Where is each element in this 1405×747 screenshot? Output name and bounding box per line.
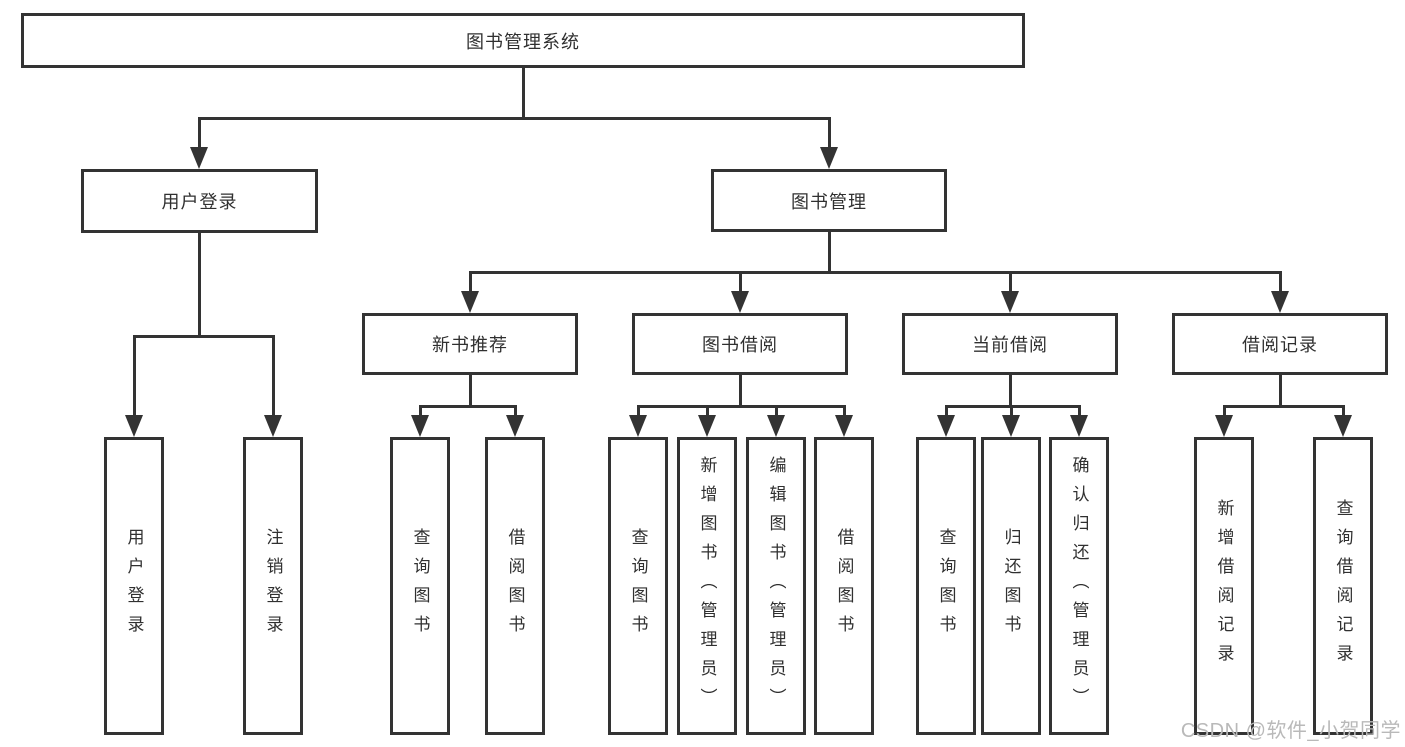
- leaf-recommend-borrow-books: 借阅图书: [485, 437, 545, 735]
- connector-line: [945, 405, 1081, 408]
- connector-line: [469, 373, 472, 407]
- arrow-down-icon: [937, 415, 955, 437]
- leaf-current-confirm-return-admin-label: 确认归还（管理员）: [1069, 455, 1089, 717]
- arrow-down-icon: [1334, 415, 1352, 437]
- node-book-management-label: 图书管理: [791, 191, 867, 212]
- leaf-records-query-record-label: 查询借阅记录: [1333, 499, 1353, 673]
- node-book-management: 图书管理: [711, 169, 947, 232]
- leaf-borrowing-edit-books-admin-label: 编辑图书（管理员）: [766, 455, 786, 717]
- leaf-current-query-books: 查询图书: [916, 437, 976, 735]
- connector-line: [739, 272, 742, 296]
- node-current-borrowing: 当前借阅: [902, 313, 1118, 375]
- connector-line: [945, 406, 948, 420]
- leaf-recommend-borrow-books-label: 借阅图书: [505, 528, 525, 644]
- connector-line: [469, 271, 1282, 274]
- leaf-borrowing-borrow-books-label: 借阅图书: [834, 528, 854, 644]
- node-root-label: 图书管理系统: [466, 31, 580, 52]
- arrow-down-icon: [1001, 291, 1019, 313]
- connector-line: [1279, 373, 1282, 407]
- leaf-records-add-record: 新增借阅记录: [1194, 437, 1254, 735]
- arrow-down-icon: [698, 415, 716, 437]
- node-borrowing-records-label: 借阅记录: [1242, 335, 1318, 355]
- node-new-book-recommend-label: 新书推荐: [432, 335, 508, 355]
- connector-line: [706, 406, 709, 420]
- connector-line: [419, 406, 422, 420]
- arrow-down-icon: [629, 415, 647, 437]
- arrow-down-icon: [264, 415, 282, 437]
- connector-line: [1009, 373, 1012, 407]
- connector-line: [637, 405, 846, 408]
- leaf-logout-label: 注销登录: [263, 528, 283, 644]
- leaf-current-confirm-return-admin: 确认归还（管理员）: [1049, 437, 1109, 735]
- connector-line: [843, 406, 846, 420]
- connector-line: [1078, 406, 1081, 420]
- leaf-recommend-query-books: 查询图书: [390, 437, 450, 735]
- leaf-user-login-label: 用户登录: [124, 528, 144, 644]
- arrow-down-icon: [1271, 291, 1289, 313]
- arrow-down-icon: [1002, 415, 1020, 437]
- leaf-borrowing-add-books-admin: 新增图书（管理员）: [677, 437, 737, 735]
- leaf-records-add-record-label: 新增借阅记录: [1214, 499, 1234, 673]
- connector-line: [198, 231, 201, 337]
- arrow-down-icon: [506, 415, 524, 437]
- connector-line: [828, 230, 831, 273]
- arrow-down-icon: [1070, 415, 1088, 437]
- leaf-borrowing-add-books-admin-label: 新增图书（管理员）: [697, 455, 717, 717]
- arrow-down-icon: [125, 415, 143, 437]
- arrow-down-icon: [1215, 415, 1233, 437]
- connector-line: [133, 335, 275, 338]
- connector-line: [739, 373, 742, 407]
- connector-line: [1279, 272, 1282, 296]
- node-borrowing-records: 借阅记录: [1172, 313, 1388, 375]
- leaf-current-query-books-label: 查询图书: [936, 528, 956, 644]
- arrow-down-icon: [461, 291, 479, 313]
- connector-line: [828, 118, 831, 152]
- arrow-down-icon: [190, 147, 208, 169]
- connector-line: [198, 118, 201, 152]
- connector-line: [133, 336, 136, 420]
- connector-line: [272, 336, 275, 420]
- leaf-current-return-books-label: 归还图书: [1001, 528, 1021, 644]
- leaf-current-return-books: 归还图书: [981, 437, 1041, 735]
- leaf-user-login: 用户登录: [104, 437, 164, 735]
- connector-line: [1342, 406, 1345, 420]
- arrow-down-icon: [835, 415, 853, 437]
- leaf-borrowing-edit-books-admin: 编辑图书（管理员）: [746, 437, 806, 735]
- connector-line: [637, 406, 640, 420]
- arrow-down-icon: [731, 291, 749, 313]
- node-user-login: 用户登录: [81, 169, 318, 233]
- csdn-watermark: CSDN @软件_小贺同学: [1180, 720, 1401, 742]
- connector-line: [1223, 405, 1345, 408]
- connector-line: [522, 66, 525, 119]
- connector-line: [1009, 272, 1012, 296]
- arrow-down-icon: [820, 147, 838, 169]
- connector-line: [1223, 406, 1226, 420]
- node-current-borrowing-label: 当前借阅: [972, 335, 1048, 355]
- leaf-borrowing-query-books: 查询图书: [608, 437, 668, 735]
- leaf-records-query-record: 查询借阅记录: [1313, 437, 1373, 735]
- leaf-recommend-query-books-label: 查询图书: [410, 528, 430, 644]
- arrow-down-icon: [411, 415, 429, 437]
- node-book-borrowing-label: 图书借阅: [702, 335, 778, 355]
- connector-line: [1010, 406, 1013, 420]
- node-book-borrowing: 图书借阅: [632, 313, 848, 375]
- node-user-login-label: 用户登录: [161, 192, 238, 212]
- leaf-borrowing-query-books-label: 查询图书: [628, 528, 648, 644]
- node-new-book-recommend: 新书推荐: [362, 313, 578, 375]
- connector-line: [775, 406, 778, 420]
- connector-line: [469, 272, 472, 296]
- arrow-down-icon: [767, 415, 785, 437]
- leaf-borrowing-borrow-books: 借阅图书: [814, 437, 874, 735]
- connector-line: [419, 405, 517, 408]
- node-root: 图书管理系统: [21, 13, 1025, 68]
- connector-line: [198, 117, 831, 120]
- connector-line: [514, 406, 517, 420]
- leaf-logout: 注销登录: [243, 437, 303, 735]
